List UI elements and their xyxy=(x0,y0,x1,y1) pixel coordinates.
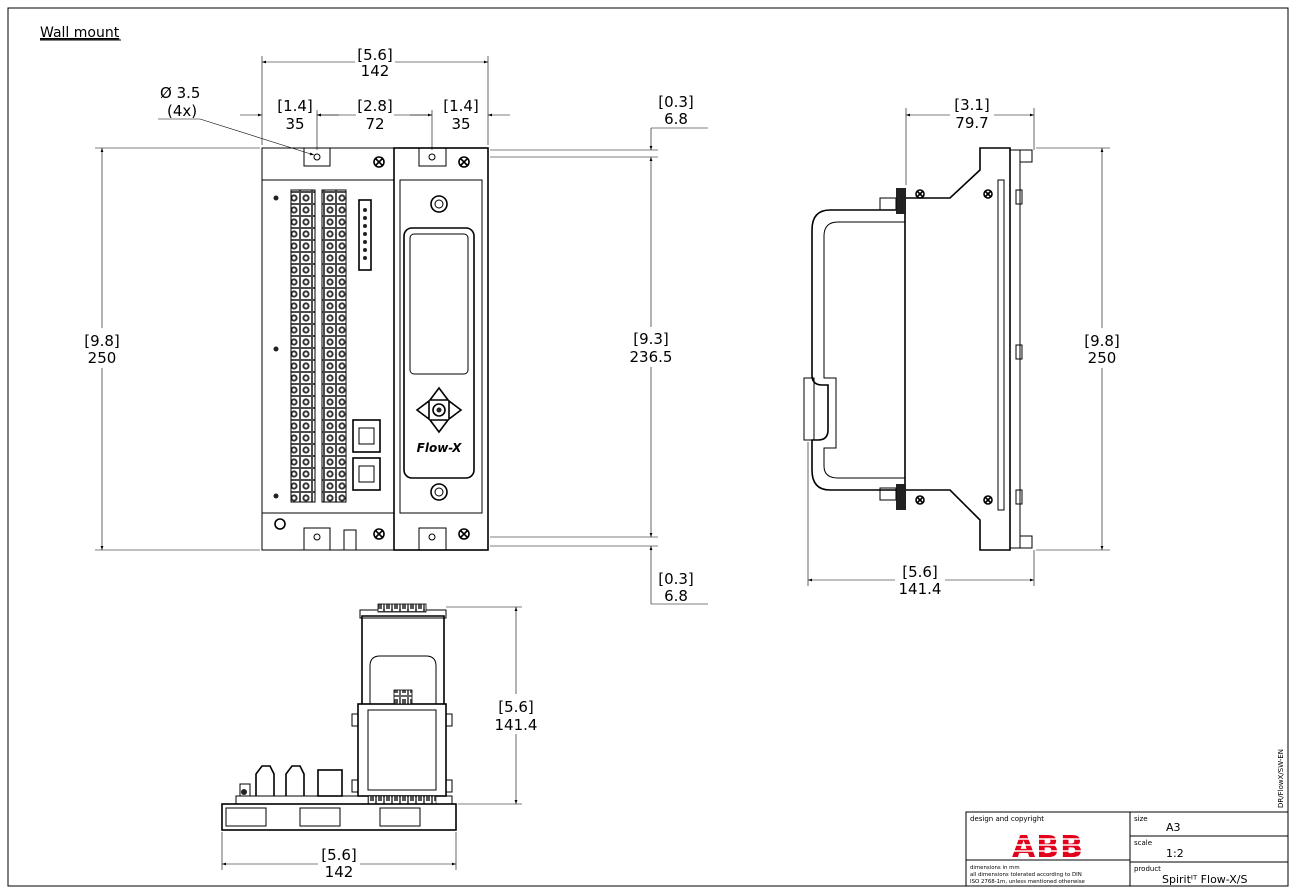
side-depth-bottom-mm: 141.4 xyxy=(899,580,942,598)
top-offset-mm: 6.8 xyxy=(664,110,688,128)
housing-profile xyxy=(904,147,1011,551)
display-module xyxy=(393,147,489,551)
nav-buttons xyxy=(415,386,463,434)
abb-logo: ABB xyxy=(1010,830,1086,865)
side-height-in: [9.8] xyxy=(1084,332,1120,350)
pitch-mid-mm: 72 xyxy=(365,115,384,133)
handle xyxy=(811,209,905,491)
small-connector xyxy=(358,199,372,271)
product-value: Spiritᴵᵀ Flow-X/S xyxy=(1162,873,1247,886)
scale-label: scale xyxy=(1134,839,1152,847)
terminal-strip-2 xyxy=(321,189,347,503)
mount-hole-br xyxy=(428,533,436,541)
ethernet-port-2 xyxy=(352,457,381,491)
terminal-strip-1 xyxy=(290,189,316,503)
design-label: design and copyright xyxy=(970,815,1044,823)
sheet-border xyxy=(7,7,1289,887)
display-window xyxy=(403,227,475,479)
bottom-height-mm: 141.4 xyxy=(495,716,538,734)
front-view: Flow-X xyxy=(261,147,489,551)
mount-hole-tr xyxy=(428,153,436,161)
lcd-screen xyxy=(409,233,469,375)
note-line1: dimensions in mm xyxy=(970,865,1020,871)
pitch-right-in: [1.4] xyxy=(443,97,479,115)
bottom-offset-mm: 6.8 xyxy=(664,587,688,605)
bottom-offset-in: [0.3] xyxy=(658,570,694,588)
pitch-mid-in: [2.8] xyxy=(357,97,393,115)
module-column xyxy=(357,703,447,797)
mount-hole-tl xyxy=(313,153,321,161)
bottom-dimensions: [5.6] 141.4 [5.6] 142 xyxy=(221,606,538,881)
handle-top xyxy=(361,615,445,704)
bottom-view xyxy=(221,603,457,831)
side-dimensions: [3.1] 79.7 [5.6] 141.4 [9.8] 250 xyxy=(807,96,1120,598)
top-knob xyxy=(430,195,448,213)
pitch-right-mm: 35 xyxy=(451,115,470,133)
side-depth-top-in: [3.1] xyxy=(954,96,990,114)
bottom-height-in: [5.6] xyxy=(498,698,534,716)
size-value: A3 xyxy=(1166,821,1181,834)
hole-diameter: Ø 3.5 xyxy=(160,84,200,102)
side-height-mm: 250 xyxy=(1088,349,1117,367)
scale-value: 1:2 xyxy=(1166,847,1184,860)
width-in: [5.6] xyxy=(357,46,393,64)
flow-x-logo: Flow-X xyxy=(417,441,462,455)
sheet-title: Wall mount xyxy=(40,25,120,41)
title-block: design and copyright ABB dimensions in m… xyxy=(965,811,1289,887)
product-label: product xyxy=(1134,865,1161,873)
note-line3: ISO 2768-1m, unless mentioned otherwise xyxy=(970,879,1086,885)
pitch-left-in: [1.4] xyxy=(277,97,313,115)
pitch-left-mm: 35 xyxy=(285,115,304,133)
note-line2: all dimensions tolerated according to DI… xyxy=(970,872,1082,878)
bottom-width-mm: 142 xyxy=(325,863,354,881)
height-in: [9.8] xyxy=(84,332,120,350)
display-housing xyxy=(399,179,483,514)
width-mm: 142 xyxy=(361,62,390,80)
side-view xyxy=(803,147,1033,551)
hole-count: (4x) xyxy=(167,102,197,120)
hole-height-in: [9.3] xyxy=(633,330,669,348)
bottom-width-in: [5.6] xyxy=(321,846,357,864)
drawing-code: DR/FlowX/SW-EN xyxy=(1277,749,1285,808)
mount-hole-bl xyxy=(313,533,321,541)
side-depth-bottom-in: [5.6] xyxy=(902,563,938,581)
front-dimensions: [5.6] 142 [1.4] 35 [2.8] 72 [1.4] 35 Ø 3… xyxy=(84,42,708,605)
height-mm: 250 xyxy=(88,349,117,367)
hole-height-mm: 236.5 xyxy=(630,348,673,366)
svg-text:ABB: ABB xyxy=(1012,830,1084,865)
top-offset-in: [0.3] xyxy=(658,93,694,111)
side-depth-top-mm: 79.7 xyxy=(955,114,988,132)
size-label: size xyxy=(1134,815,1148,823)
bottom-knob xyxy=(430,483,448,501)
ethernet-port-1 xyxy=(352,419,381,453)
